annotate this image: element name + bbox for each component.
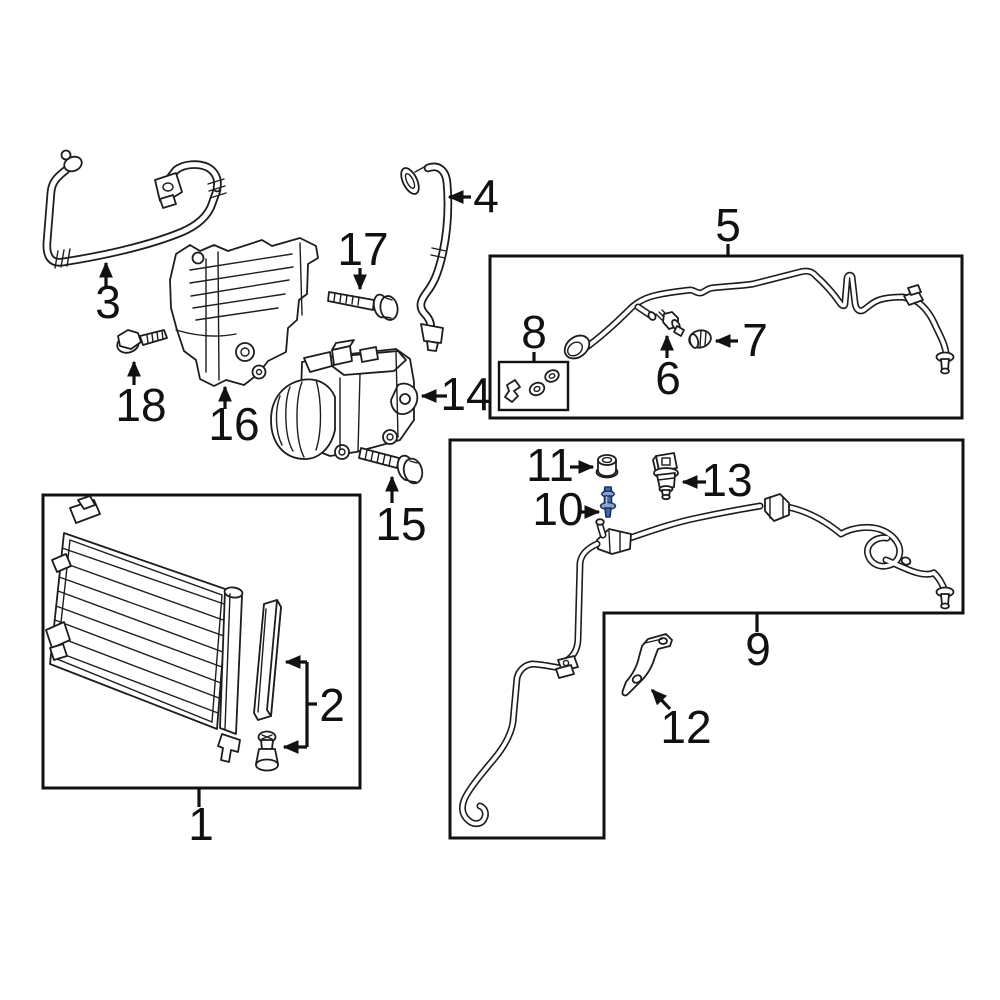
callout-arrows <box>99 190 759 807</box>
callout-2-label: 2 <box>319 679 345 731</box>
callout-11-label: 11 <box>526 439 574 491</box>
pressure-sensor-drawing <box>652 452 679 501</box>
cap-7-drawing <box>688 329 712 349</box>
callout-15-label: 15 <box>375 498 426 550</box>
callout-2-bracket <box>305 662 317 747</box>
callout-17-label: 17 <box>337 223 388 275</box>
callout-7-label: 7 <box>742 314 768 366</box>
callout-8-label: 8 <box>521 306 547 358</box>
suction-hose-drawing <box>42 149 227 269</box>
callout-18-label: 18 <box>115 379 166 431</box>
callout-4-label: 4 <box>473 170 499 222</box>
callout-labels: 1 2 3 4 5 6 7 8 9 10 11 12 13 14 15 16 1… <box>95 170 771 850</box>
valve-core-drawing-highlighted <box>599 486 617 518</box>
bracket-12-drawing <box>621 633 673 697</box>
bolt-18-drawing <box>116 329 168 354</box>
callout-9-label: 9 <box>745 623 771 675</box>
compressor-drawing <box>270 339 419 460</box>
callout-13-label: 13 <box>701 454 752 506</box>
callout-3-label: 3 <box>95 276 121 328</box>
discharge-hose-drawing <box>400 162 453 352</box>
ac-tube-drawing <box>459 493 955 828</box>
bolt-15-drawing <box>358 447 424 485</box>
callout-5-label: 5 <box>715 199 741 251</box>
callout-1-label: 1 <box>188 798 214 850</box>
callout-12-label: 12 <box>660 701 711 753</box>
callout-14-label: 14 <box>440 368 491 420</box>
tube-group-box <box>448 438 965 840</box>
drier-kit-drawing <box>253 599 282 772</box>
callout-16-label: 16 <box>208 398 259 450</box>
liquid-line-pipe-drawing <box>563 267 955 375</box>
service-valve-drawing <box>655 309 685 337</box>
oring-kit-drawing <box>497 360 570 412</box>
condenser-drawing <box>45 495 244 763</box>
bolt-17-drawing <box>327 291 399 321</box>
callout-12-arrow <box>650 688 672 711</box>
callout-10-label: 10 <box>532 483 583 535</box>
callout-6-label: 6 <box>655 352 681 404</box>
compressor-bracket-drawing <box>169 237 319 387</box>
cap-11-drawing <box>595 454 619 479</box>
